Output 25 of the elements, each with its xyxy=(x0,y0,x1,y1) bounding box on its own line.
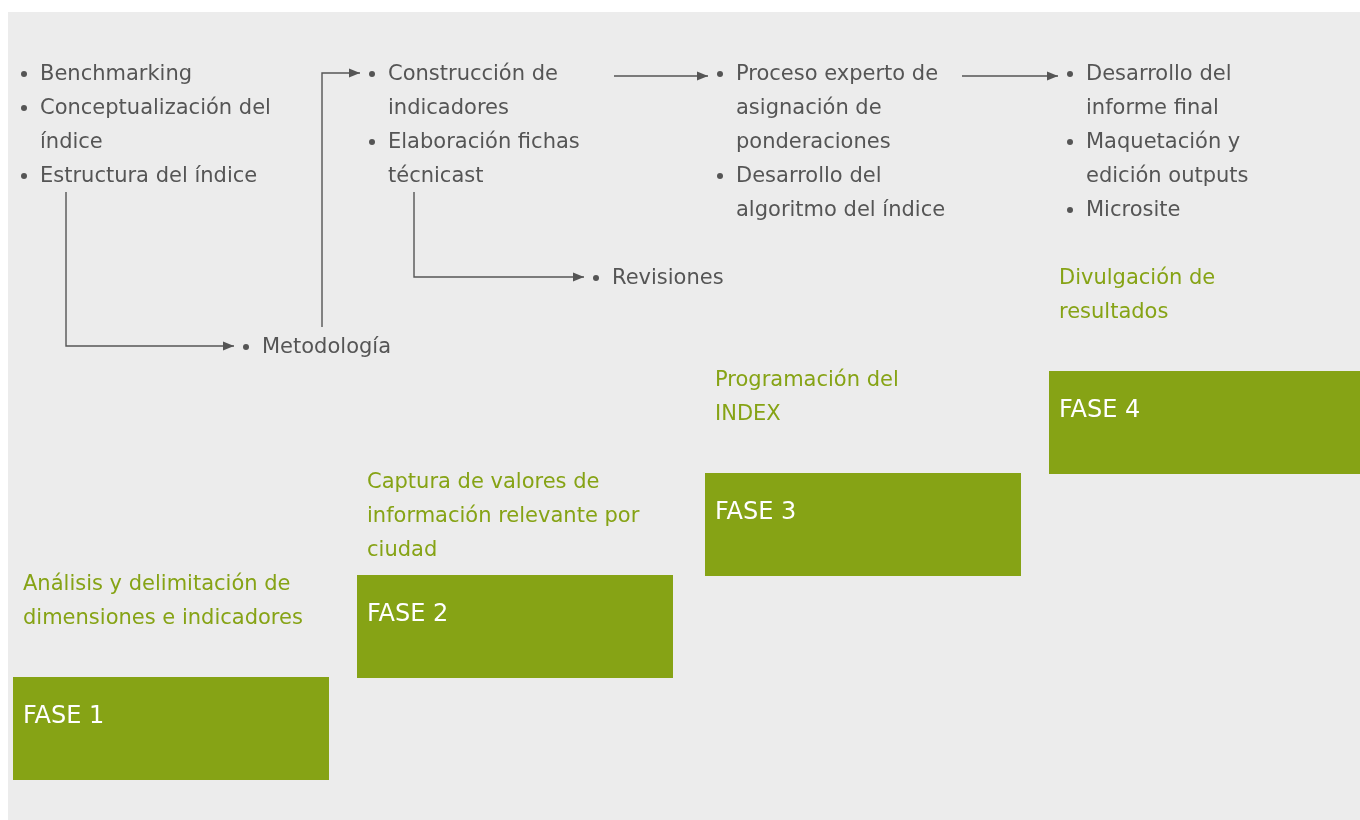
arrow xyxy=(961,71,1059,81)
phase-box: FASE 1 xyxy=(13,677,329,780)
phase-heading: Divulgación de resultados xyxy=(1059,264,1217,325)
phase-box: FASE 2 xyxy=(357,575,673,678)
bullet-item-text: Proceso experto de asignación de ponderaciones xyxy=(736,60,940,155)
phase-box: FASE 4 xyxy=(1049,371,1360,474)
bullet-item-text: Desarrollo del informe final xyxy=(1086,60,1233,121)
bullet-item-text: Conceptualización del índice xyxy=(40,94,272,155)
bullet-item-text: Elaboración fichas técnicast xyxy=(388,128,581,189)
bullet-item-text: Construcción de indicadores xyxy=(388,60,559,121)
arrow xyxy=(613,71,709,81)
arrow xyxy=(321,68,361,328)
phase-heading: Captura de valores de información relevante por ciudad xyxy=(367,468,641,563)
phase-box: FASE 3 xyxy=(705,473,1021,576)
arrow xyxy=(413,191,585,282)
bullet-item-text: Metodología xyxy=(262,333,392,360)
bullet-item-text: Microsite xyxy=(1086,196,1182,223)
phase-heading: Programación del INDEX xyxy=(715,366,900,427)
bullet-item-text: Revisiones xyxy=(612,264,725,291)
phase-heading: Análisis y delimitación de dimensiones e indicadores xyxy=(23,570,304,631)
bullet-item-text: Desarrollo del algoritmo del índice xyxy=(736,162,947,223)
bullet-item-text: Maquetación y edición outputs xyxy=(1086,128,1250,189)
bullet-item-text: Benchmarking xyxy=(40,60,194,87)
arrow xyxy=(65,191,235,351)
bullet-item-text: Estructura del índice xyxy=(40,162,259,189)
